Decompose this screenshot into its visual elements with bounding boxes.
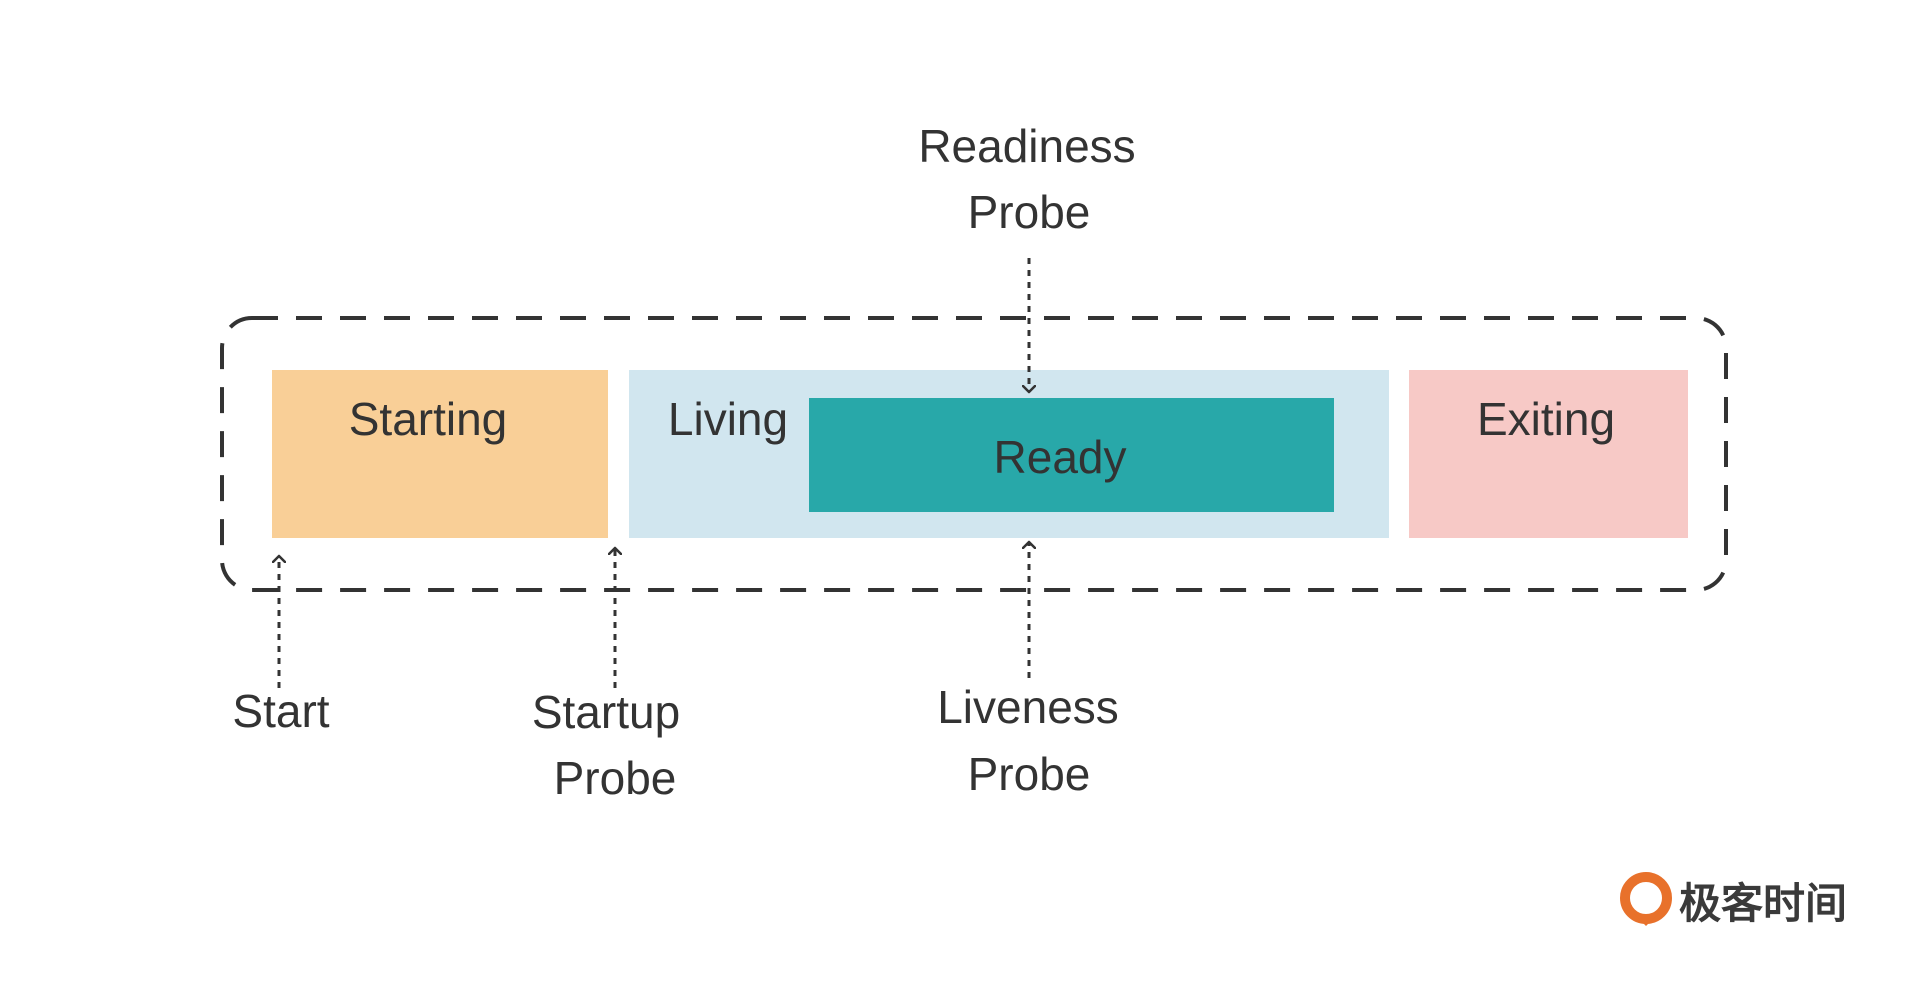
startup-probe-label-line2: Probe	[554, 752, 677, 804]
exiting-state-label: Exiting	[1477, 393, 1615, 445]
ready-state-label: Ready	[994, 431, 1127, 483]
startup-probe-label-line1: Startup	[532, 686, 680, 738]
readiness-probe-label-line2: Probe	[968, 186, 1091, 238]
geektime-logo-icon	[1620, 872, 1672, 926]
exiting-state-box	[1409, 370, 1688, 538]
readiness-probe-label-line1: Readiness	[918, 120, 1135, 172]
brand-name: 极客时间	[1679, 879, 1847, 928]
starting-state-box	[272, 370, 608, 538]
starting-state-label: Starting	[349, 393, 508, 445]
liveness-probe-label-line2: Probe	[968, 748, 1091, 800]
liveness-probe-label-line1: Liveness	[937, 681, 1119, 733]
lifecycle-container-border	[220, 316, 1728, 592]
living-state-label: Living	[668, 393, 788, 445]
ready-state-box	[809, 398, 1334, 512]
start-label: Start	[232, 685, 329, 737]
